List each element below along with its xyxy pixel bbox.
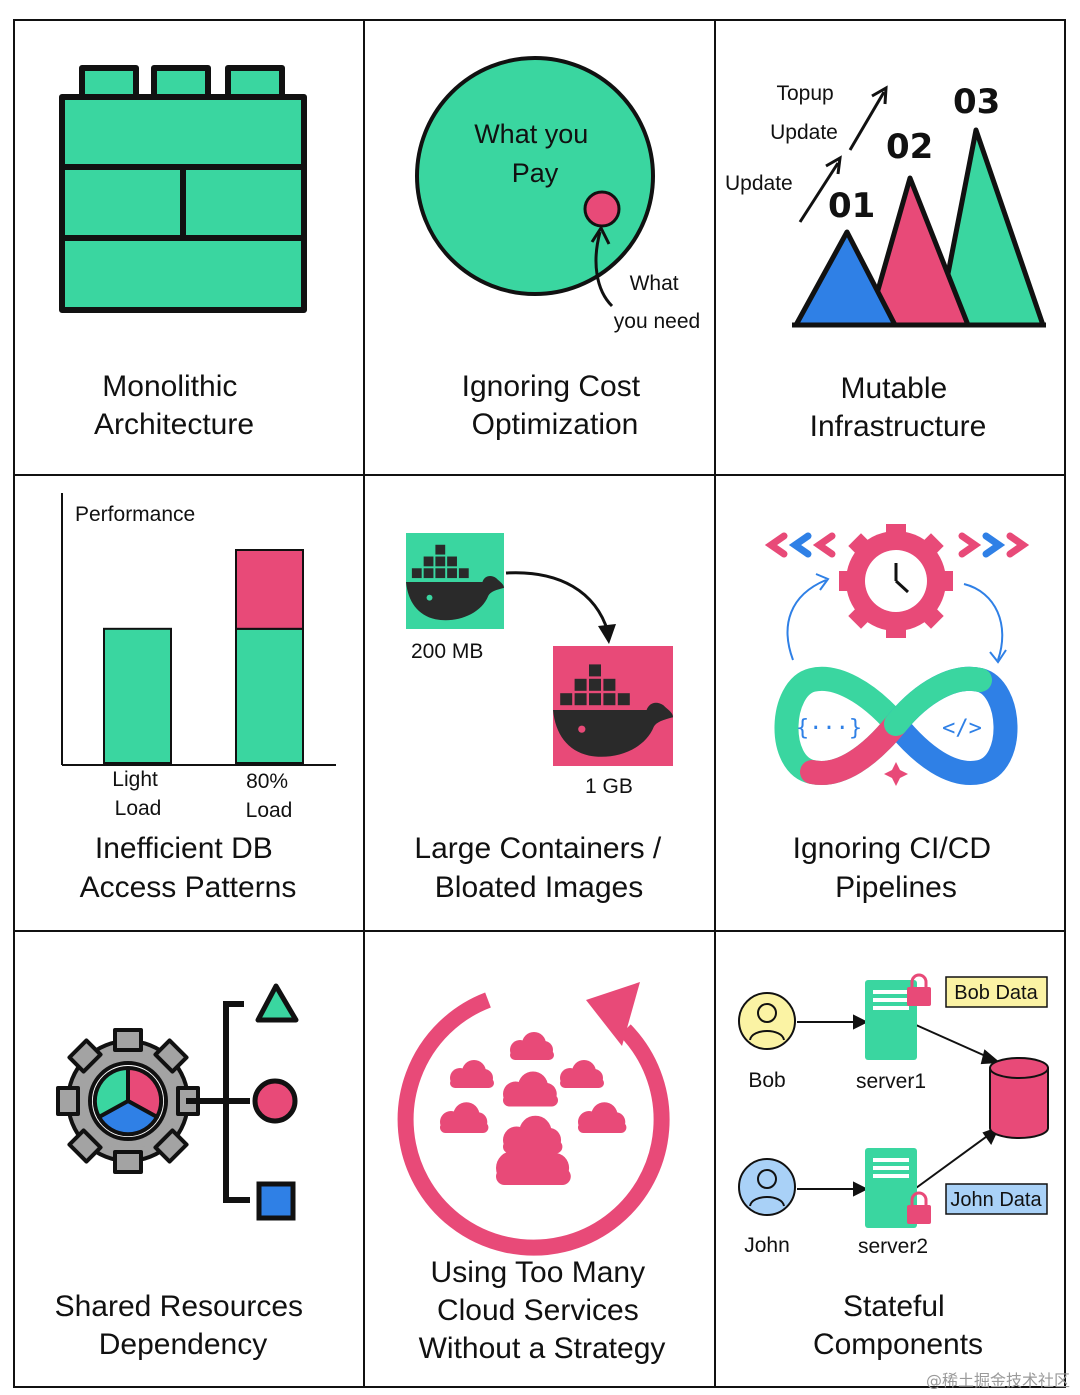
what-you-need-label: What you need — [614, 272, 700, 333]
server-icon-1 — [865, 973, 931, 1060]
cell-containers: 200 MB 1 GB Large Containers / Bloated — [406, 533, 673, 904]
number-01: 01 — [828, 186, 875, 226]
cycle-ring-icon — [397, 992, 670, 1256]
bars — [103, 549, 304, 764]
cell-title: Ignoring Cost Optimization — [462, 370, 649, 441]
triangle-icon — [255, 983, 299, 1023]
cell-db: Performance Light Load 80% Load Ineffici… — [61, 493, 336, 904]
sparkle-icon — [884, 762, 908, 786]
data-tag-bob — [945, 976, 1048, 1008]
cell-cost: What you Pay What you need Ignoring Cost… — [415, 56, 700, 441]
bar-light-load-segment-0 — [103, 627, 172, 764]
growth-arrowhead — [598, 624, 616, 644]
category-label-80-load: 80% Load — [246, 770, 294, 822]
server-label-1: server1 — [856, 1070, 926, 1093]
cell-monolithic: Monolithic Architecture — [59, 65, 307, 441]
gear-pie-icon — [56, 1028, 200, 1174]
user-label-john: John — [744, 1234, 790, 1257]
right-chevrons-icon — [958, 532, 1030, 558]
left-chevrons-icon — [764, 532, 836, 558]
number-03: 03 — [953, 82, 1000, 122]
devops-infinity-icon — [774, 666, 1018, 785]
cell-title: Large Containers / Bloated Images — [414, 832, 669, 904]
cycle-arrow-right — [963, 583, 1004, 661]
docker-whale-icon-small — [406, 533, 504, 629]
cell-title: Using Too Many Cloud Services Without a … — [419, 1256, 666, 1365]
update-label: Update — [725, 172, 793, 195]
user-avatar-john — [738, 1158, 796, 1216]
grid-lines — [13, 19, 1066, 1388]
data-tag-bob-label: Bob Data — [954, 982, 1038, 1004]
code-tag-glyph: </> — [942, 716, 982, 741]
update-arrows — [798, 85, 888, 223]
cell-title: Inefficient DB Access Patterns — [80, 832, 297, 904]
user-label-bob: Bob — [748, 1069, 785, 1092]
cell-title: Stateful Components — [813, 1290, 983, 1361]
growth-arrow — [505, 571, 610, 633]
data-tag-john — [945, 1183, 1048, 1215]
server-icon-2 — [865, 1148, 931, 1228]
cell-cloud: Using Too Many Cloud Services Without a … — [397, 982, 670, 1365]
cell-title: Mutable Infrastructure — [810, 372, 987, 443]
cycle-arrowhead-left — [815, 573, 830, 591]
square-icon — [256, 1181, 296, 1221]
cell-stateful: Bob John server1 server2 — [738, 973, 1049, 1361]
code-braces-glyph: {···} — [796, 716, 862, 741]
database-icon — [989, 1057, 1049, 1139]
cell-shared: Shared Resources Dependency — [55, 983, 312, 1361]
what-you-pay-label: What you Pay — [474, 119, 596, 188]
number-02: 02 — [886, 127, 933, 167]
large-size-label: 1 GB — [585, 775, 633, 798]
gear-clock-icon — [839, 524, 953, 638]
dependency-tree — [186, 1001, 250, 1203]
circle-icon — [252, 1078, 298, 1124]
cell-title: Monolithic Architecture — [94, 370, 254, 441]
bar-80-load-segment-1 — [235, 549, 304, 630]
cycle-ring-arrowhead — [586, 982, 640, 1046]
cost-circle-icon — [415, 56, 655, 308]
bar-chart-icon: Performance Light Load 80% Load — [61, 493, 336, 822]
cell-title: Ignoring CI/CD Pipelines — [793, 832, 1000, 904]
small-size-label: 200 MB — [411, 640, 483, 663]
server-label-2: server2 — [858, 1235, 928, 1258]
cell-cicd: {···} </> Ignoring CI/CD Pipelines — [764, 524, 1030, 904]
cycle-arrow-left — [786, 579, 827, 661]
user-avatar-bob — [738, 992, 796, 1050]
mountains-icon — [792, 127, 1046, 328]
data-tag-john-label: John Data — [950, 1189, 1042, 1211]
y-axis-label: Performance — [75, 503, 195, 526]
category-label-light-load: Light Load — [112, 768, 163, 820]
docker-whale-icon-large — [553, 646, 673, 766]
cycle-arrowhead-right — [989, 649, 1007, 664]
cell-mutable: 01 02 03 Update Topup Update Mutable Inf… — [725, 82, 1046, 443]
watermark: @稀土掘金技术社区 — [926, 1371, 1070, 1390]
bar-80-load-segment-0 — [235, 627, 304, 764]
topup-update-label: Topup Update — [770, 82, 839, 144]
clouds-cycle-icon — [440, 1032, 627, 1185]
lego-brick-icon — [59, 65, 307, 313]
cell-title: Shared Resources Dependency — [55, 1290, 312, 1361]
